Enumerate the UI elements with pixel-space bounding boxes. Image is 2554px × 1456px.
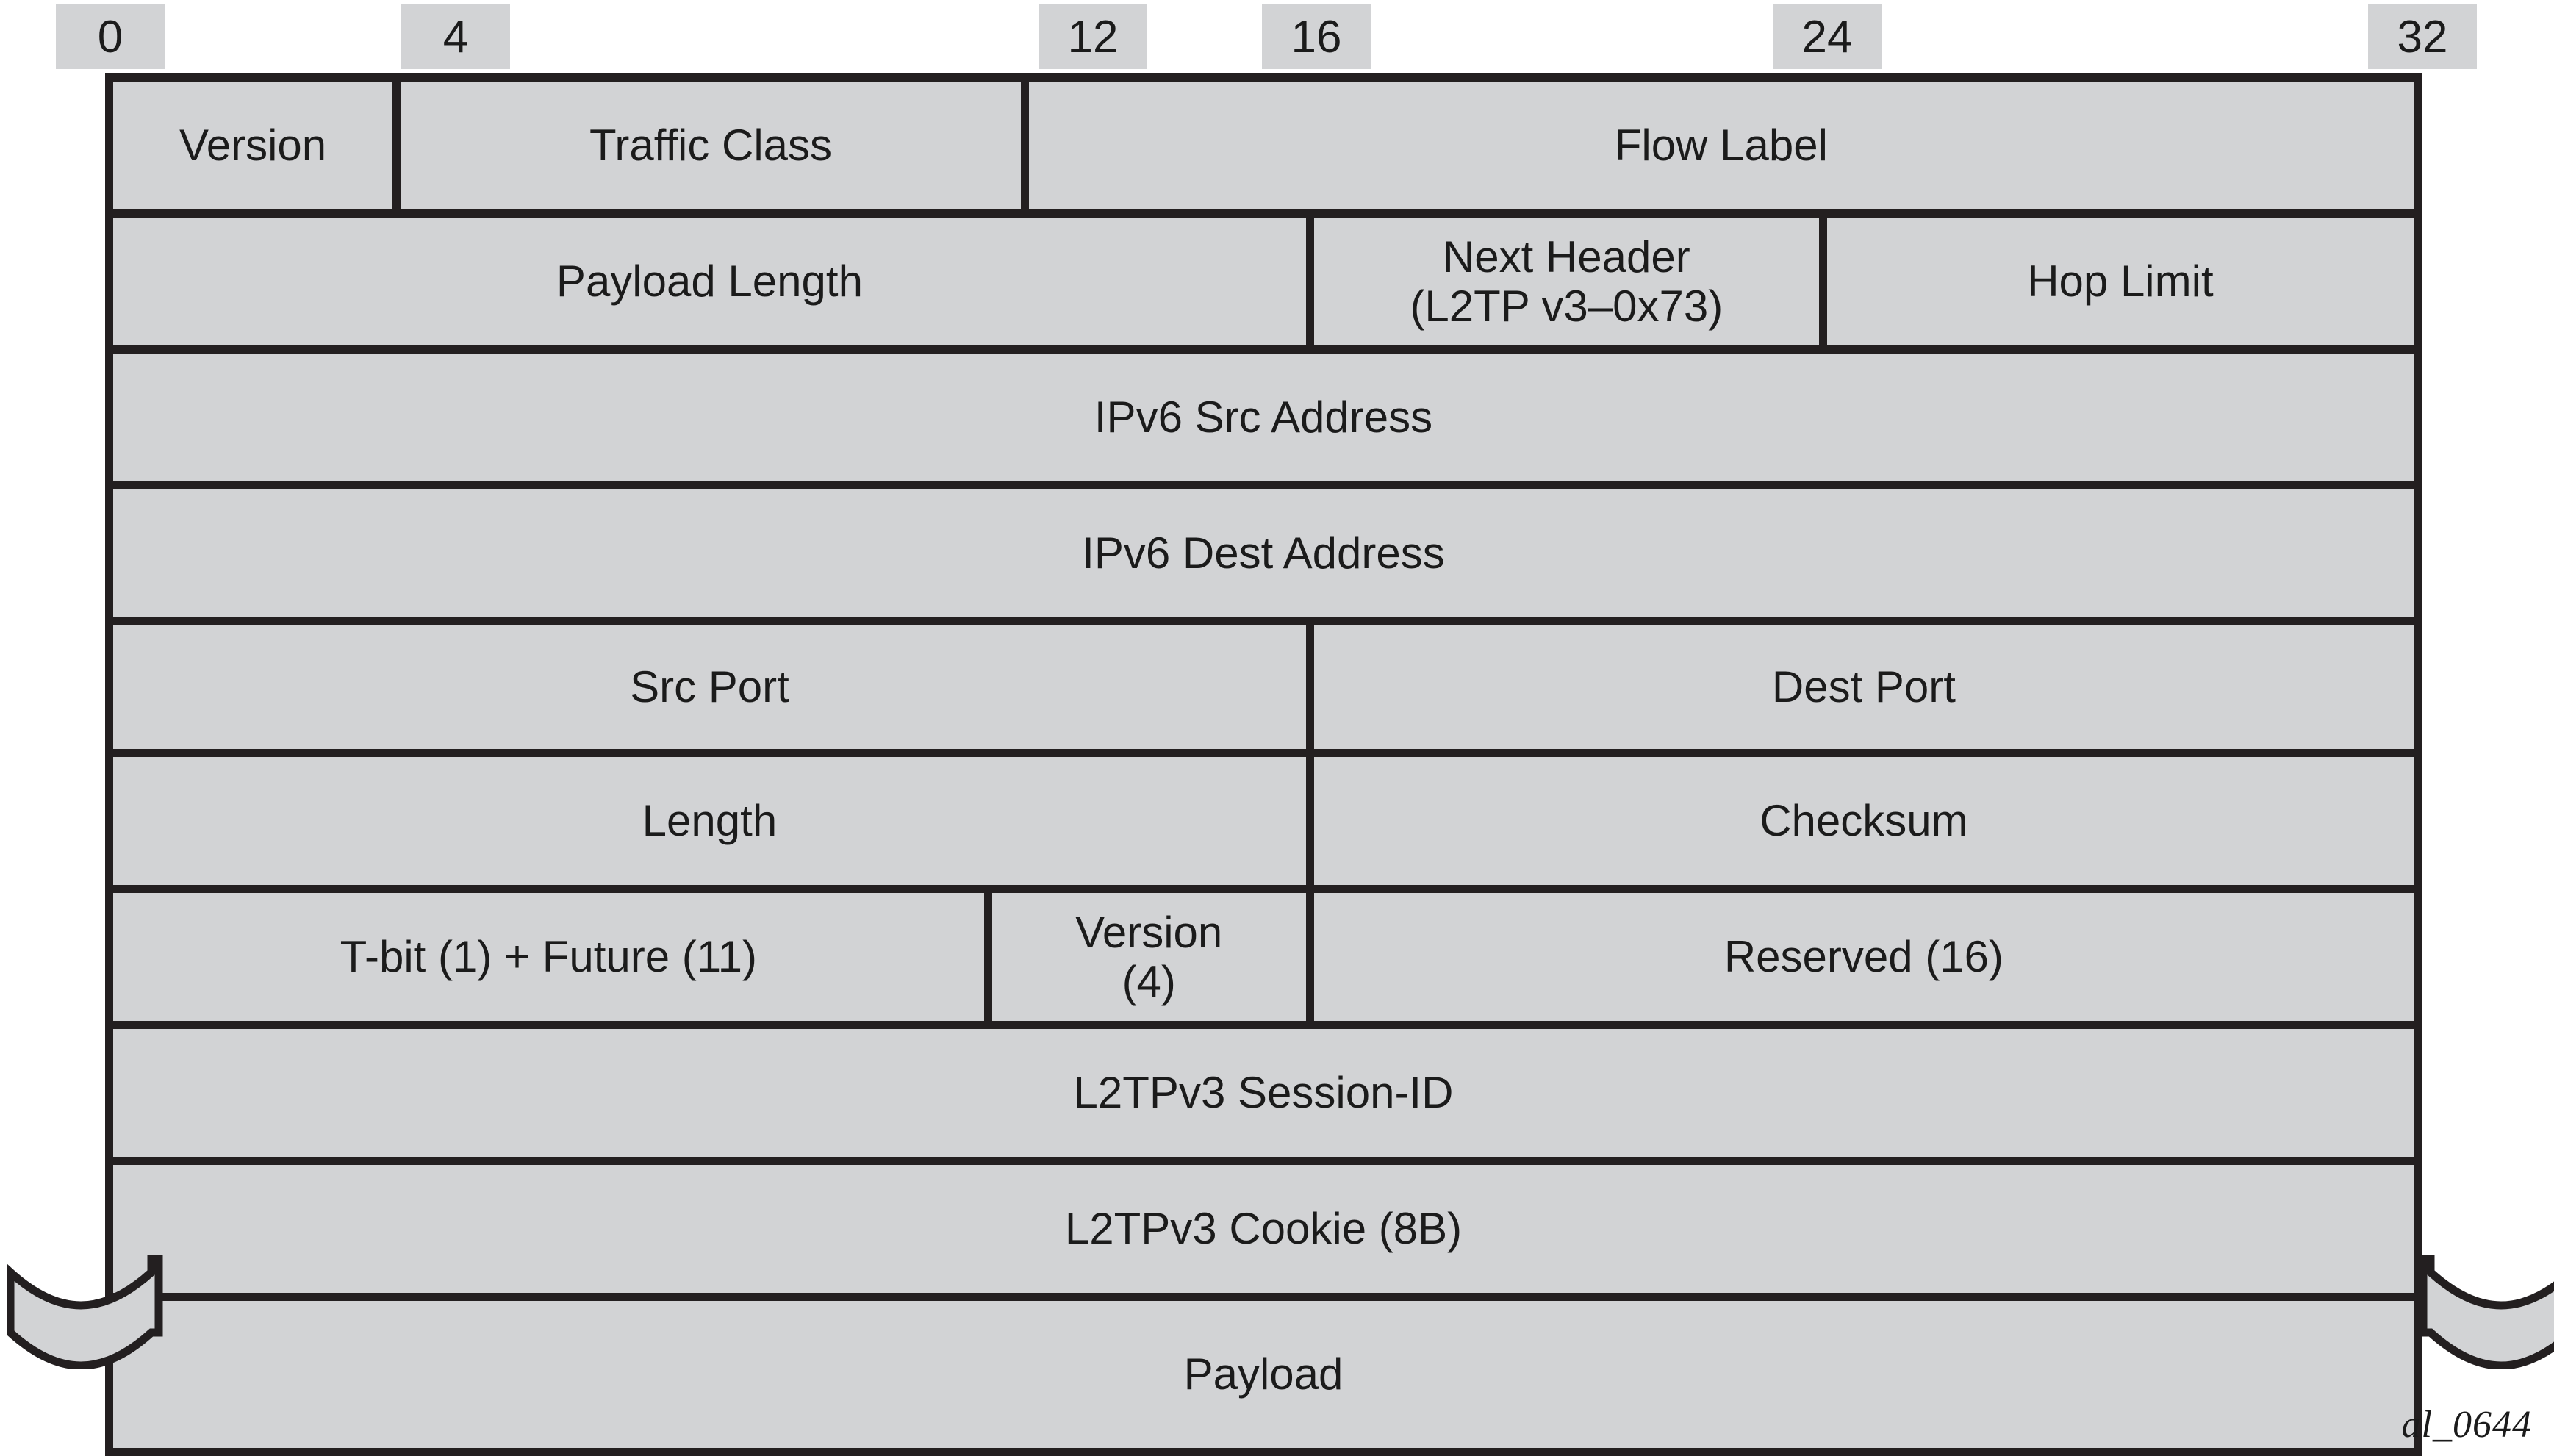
packet-row-udp-ports: Src Port Dest Port: [113, 625, 2414, 757]
field-label: Checksum: [1760, 796, 1968, 846]
packet-row-l2tp-flags: T-bit (1) + Future (11) Version (4) Rese…: [113, 893, 2414, 1029]
bit-tick-label: 4: [442, 11, 469, 62]
field-src-port: Src Port: [113, 625, 1314, 749]
field-sublabel: (4): [1122, 957, 1176, 1006]
field-label: L2TPv3 Session-ID: [1073, 1068, 1454, 1118]
bit-position-ruler: 0 4 12 16 24 32: [0, 0, 2554, 73]
field-dest-port: Dest Port: [1313, 625, 2414, 749]
field-label: Flow Label: [1614, 121, 1828, 171]
packet-row-l2tpv3-cookie: L2TPv3 Cookie (8B): [113, 1165, 2414, 1301]
bit-tick-24: 24: [1773, 4, 1882, 69]
packet-row-ipv6-dest-address: IPv6 Dest Address: [113, 489, 2414, 625]
bit-tick-4: 4: [401, 4, 510, 69]
figure-caption: al_0644: [2401, 1404, 2532, 1446]
bit-tick-label: 24: [1801, 11, 1853, 62]
bit-tick-label: 16: [1291, 11, 1342, 62]
field-reserved: Reserved (16): [1313, 893, 2414, 1021]
bit-tick-0: 0: [56, 4, 165, 69]
field-payload: Payload: [113, 1301, 2414, 1448]
field-label: Version: [1075, 907, 1223, 957]
packet-row-payload: Payload: [113, 1301, 2414, 1448]
bit-tick-label: 32: [2397, 11, 2448, 62]
field-l2tpv3-cookie: L2TPv3 Cookie (8B): [113, 1165, 2414, 1293]
bit-tick-32: 32: [2368, 4, 2477, 69]
packet-row-ipv6-word-1: Payload Length Next Header (L2TP v3–0x73…: [113, 218, 2414, 354]
packet-row-l2tpv3-session-id: L2TPv3 Session-ID: [113, 1029, 2414, 1165]
field-label: T-bit (1) + Future (11): [340, 932, 758, 982]
field-label: Reserved (16): [1723, 932, 2004, 982]
packet-row-ipv6-src-address: IPv6 Src Address: [113, 354, 2414, 489]
field-l2tp-version: Version (4): [991, 893, 1314, 1021]
field-label: L2TPv3 Cookie (8B): [1064, 1204, 1463, 1254]
packet-row-ipv6-word-0: Version Traffic Class Flow Label: [113, 82, 2414, 218]
field-label: Traffic Class: [589, 121, 833, 171]
field-hop-limit: Hop Limit: [1826, 218, 2414, 345]
bit-tick-label: 0: [97, 11, 123, 62]
packet-header-table: Version Traffic Class Flow Label Payload…: [105, 73, 2422, 1456]
field-label: Length: [642, 796, 778, 846]
packet-row-udp-length-checksum: Length Checksum: [113, 757, 2414, 893]
field-ipv6-dest-address: IPv6 Dest Address: [113, 489, 2414, 617]
bit-tick-label: 12: [1067, 11, 1119, 62]
field-label: Version: [179, 121, 327, 171]
field-label: Src Port: [630, 662, 789, 712]
field-length: Length: [113, 757, 1314, 885]
field-l2tpv3-session-id: L2TPv3 Session-ID: [113, 1029, 2414, 1157]
field-checksum: Checksum: [1313, 757, 2414, 885]
field-label: Hop Limit: [2027, 257, 2214, 306]
field-label: Payload: [1183, 1349, 1344, 1399]
bit-tick-16: 16: [1262, 4, 1371, 69]
field-label: Next Header: [1442, 232, 1690, 281]
field-traffic-class: Traffic Class: [401, 82, 1029, 209]
bit-tick-12: 12: [1039, 4, 1147, 69]
field-label: Payload Length: [556, 257, 863, 306]
field-sublabel: (L2TP v3–0x73): [1410, 281, 1723, 331]
field-version: Version: [113, 82, 401, 209]
field-label: IPv6 Dest Address: [1082, 528, 1445, 578]
field-ipv6-src-address: IPv6 Src Address: [113, 354, 2414, 481]
field-next-header: Next Header (L2TP v3–0x73): [1313, 218, 1827, 345]
field-payload-length: Payload Length: [113, 218, 1314, 345]
field-flow-label: Flow Label: [1028, 82, 2414, 209]
field-label: IPv6 Src Address: [1094, 392, 1433, 442]
field-tbit-future: T-bit (1) + Future (11): [113, 893, 992, 1021]
field-label: Dest Port: [1771, 662, 1956, 712]
